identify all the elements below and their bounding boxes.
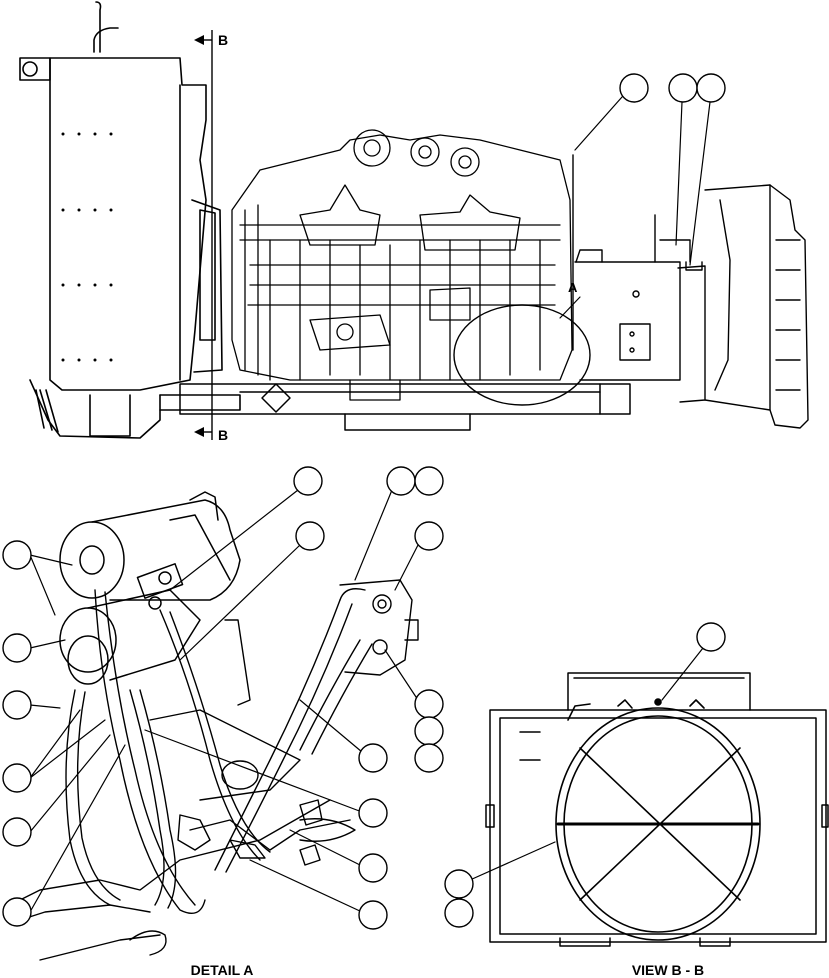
callout-bubble [2,817,32,847]
callout-bubble [358,743,388,773]
callout-bubble [414,466,444,496]
detail-a-cables [65,588,373,914]
callout-bubble [358,900,388,930]
skid-base [179,383,631,431]
top-callouts [574,73,726,266]
fan-ring [555,698,761,941]
view-bb-callouts [444,622,726,928]
engine-block [231,129,573,401]
callout-bubble [414,521,444,551]
genset-side-view: B B [19,1,809,443]
section-mark-top: B [218,32,228,48]
callout-bubble [414,689,444,719]
callout-bubble [414,743,444,773]
view-bb-caption: VIEW B - B [632,962,704,978]
callout-bubble [2,897,32,927]
radiator-dots [61,132,113,362]
view-bb: VIEW B - B [444,622,829,978]
callout-bubble [444,898,474,928]
callout-bubble [358,853,388,883]
fan-shroud-frame [485,672,829,947]
section-line-bb: B B [194,30,228,443]
detail-a-callouts [2,466,444,930]
detail-a-frame [19,579,419,961]
callout-bubble [444,869,474,899]
view-bb-leaders [469,647,704,881]
generator-end [572,154,809,429]
detail-a-leaders [29,489,419,913]
detail-a-caption: DETAIL A [191,962,254,978]
callout-bubble [2,633,32,663]
radiator-housing [19,1,241,439]
callout-bubble [295,521,325,551]
callout-bubble [386,466,416,496]
callout-bubble [696,622,726,652]
detail-a-marker: A [568,280,578,295]
detail-a-circle: A [453,280,591,406]
callout-bubble [414,716,444,746]
callout-bubble [2,690,32,720]
callout-bubble [696,73,726,103]
callout-bubble [619,73,649,103]
callout-bubble [668,73,698,103]
callout-bubble [2,540,32,570]
callout-bubble [293,466,323,496]
detail-a-view: DETAIL A [2,466,444,978]
callout-bubble [2,763,32,793]
section-mark-bottom: B [218,427,228,443]
callout-bubble [358,798,388,828]
starter-motor [59,491,241,685]
